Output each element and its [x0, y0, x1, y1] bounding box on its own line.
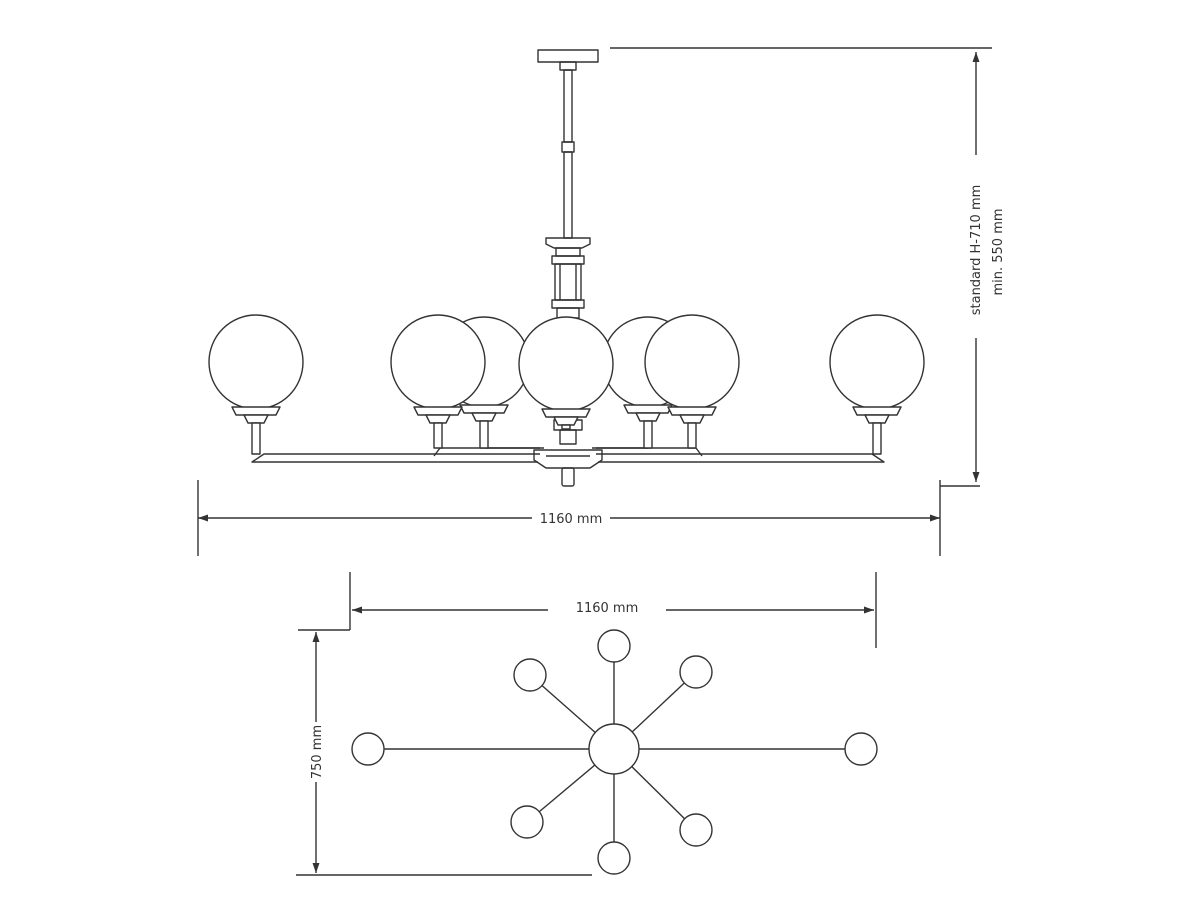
holder-cup	[553, 416, 579, 426]
holder-stem	[251, 422, 261, 455]
top-dimensions	[296, 572, 877, 876]
side-globe	[390, 314, 486, 449]
side-dimensions	[197, 47, 992, 556]
holder-stem	[872, 422, 882, 455]
holder-cup	[635, 412, 661, 422]
suspension-rod	[561, 69, 575, 239]
top-globe	[510, 805, 544, 839]
side-globe	[208, 314, 304, 455]
height-standard-label: standard H-710 mm	[969, 185, 984, 316]
top-globes	[351, 629, 878, 875]
side-globes	[208, 314, 925, 455]
central-column	[545, 237, 591, 319]
holder-cup	[243, 414, 269, 424]
holder-cup	[679, 414, 705, 424]
height-min-label: min. 550 mm	[991, 208, 1006, 295]
ceiling-canopy	[537, 49, 599, 71]
top-depth-label: 750 mm	[310, 725, 325, 779]
central-hub	[533, 419, 603, 487]
top-globe	[597, 629, 631, 663]
top-view	[351, 629, 878, 875]
globe-shade	[518, 316, 614, 412]
top-globe	[679, 655, 713, 689]
globe-holder	[667, 406, 717, 416]
holder-stem	[643, 420, 653, 449]
globe-shade	[208, 314, 304, 410]
globe-holder	[413, 406, 463, 416]
globe-shade	[829, 314, 925, 410]
globe-holder	[459, 404, 509, 414]
top-globe	[597, 841, 631, 875]
arms	[251, 447, 885, 463]
globe-holder	[231, 406, 281, 416]
globe-shade	[644, 314, 740, 410]
holder-cup	[425, 414, 451, 424]
holder-stem	[687, 422, 697, 449]
globe-shade	[390, 314, 486, 410]
holder-cup	[471, 412, 497, 422]
top-globe	[844, 732, 878, 766]
top-globe	[679, 813, 713, 847]
side-globe	[644, 314, 740, 449]
side-globe	[518, 316, 614, 430]
top-width-label: 1160 mm	[576, 601, 639, 616]
globe-holder	[623, 404, 673, 414]
top-globe	[351, 732, 385, 766]
globe-holder	[852, 406, 902, 416]
top-globe	[513, 658, 547, 692]
side-view	[208, 49, 925, 487]
holder-cup	[864, 414, 890, 424]
holder-stem	[433, 422, 443, 449]
side-width-label: 1160 mm	[540, 512, 603, 527]
top-center-hub	[588, 723, 640, 775]
holder-stem	[479, 420, 489, 449]
globe-holder	[541, 408, 591, 418]
holder-stem	[561, 424, 571, 430]
side-globe	[829, 314, 925, 455]
